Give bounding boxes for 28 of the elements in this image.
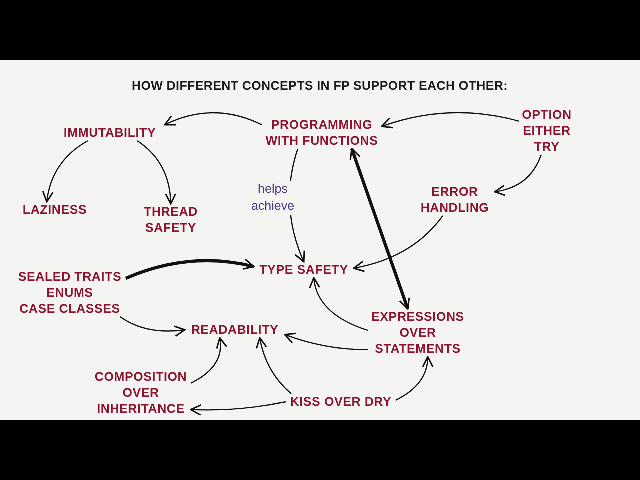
curved-arrow — [190, 401, 286, 416]
concept-label: COMPOSITION OVER INHERITANCE — [91, 369, 191, 417]
curved-arrow — [284, 332, 368, 350]
curved-arrow — [350, 148, 410, 310]
curved-arrow — [125, 259, 255, 280]
curved-arrow — [120, 316, 186, 337]
concept-label: KISS OVER DRY — [286, 394, 396, 410]
curved-arrow — [42, 140, 88, 203]
concept-label: THREAD SAFETY — [140, 204, 202, 236]
concept-label: TYPE SAFETY — [254, 262, 354, 278]
concept-label: IMMUTABILITY — [55, 125, 165, 141]
curved-arrow — [396, 356, 434, 401]
curved-arrow — [164, 112, 262, 126]
curved-arrow — [353, 216, 444, 272]
concept-label: LAZINESS — [15, 202, 95, 218]
curved-arrow — [256, 337, 292, 394]
curved-arrow — [310, 277, 368, 332]
concept-label: READABILITY — [185, 322, 285, 338]
curved-arrow — [137, 140, 176, 205]
diagram-title: HOW DIFFERENT CONCEPTS IN FP SUPPORT EACH OTHER: — [130, 79, 510, 93]
concept-label: SEALED TRAITS ENUMS CASE CLASSES — [14, 269, 126, 317]
concept-label: EXPRESSIONS OVER STATEMENTS — [368, 309, 468, 357]
curved-arrow — [494, 154, 542, 196]
concept-label: PROGRAMMING WITH FUNCTIONS — [262, 117, 382, 149]
concept-label: OPTION EITHER TRY — [519, 107, 575, 155]
curved-arrow — [381, 112, 520, 129]
curved-arrow — [190, 337, 228, 384]
concept-label: ERROR HANDLING — [415, 184, 495, 216]
